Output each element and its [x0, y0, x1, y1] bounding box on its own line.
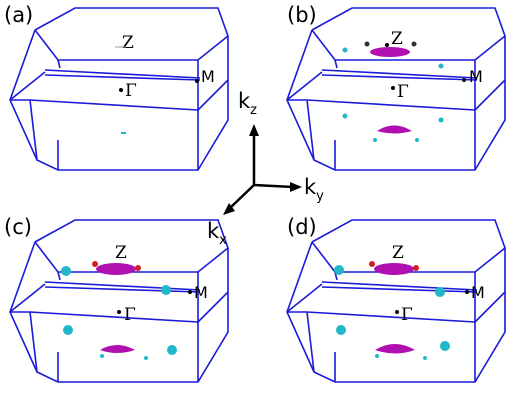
electron-pocket-bottom-d [375, 344, 415, 354]
point-z-b: Z [391, 29, 403, 49]
point-m-b: M [469, 67, 483, 86]
axes-triad: kz ky kx [207, 89, 324, 248]
kz-label: kz [238, 89, 257, 118]
panel-b: (b) Z Γ M [286, 3, 506, 171]
point-m-a: M [201, 67, 215, 86]
point-gamma-a: Γ [125, 81, 137, 101]
panel-label-c: (c) [4, 215, 32, 239]
m-dot-a [195, 79, 199, 83]
kx-label: kx [207, 219, 227, 248]
panel-label-b: (b) [287, 3, 317, 27]
electron-pocket-top-b [370, 47, 410, 57]
panel-a: (a) Z Γ M [4, 3, 229, 171]
point-gamma-b: Γ [397, 82, 409, 102]
electron-pocket-top-d [374, 263, 414, 275]
point-z-c: Z [115, 243, 127, 263]
point-m-c: M [194, 283, 208, 302]
ky-axis-arrow [253, 183, 294, 189]
point-z-a: Z [122, 33, 134, 53]
kx-axis-arrow [229, 184, 255, 209]
zone-outline-a [9, 7, 229, 171]
panel-c: (c) Z Γ M [4, 215, 229, 383]
panel-label-d: (d) [287, 215, 317, 239]
point-gamma-c: Γ [124, 305, 136, 325]
pocket-speck-a [121, 132, 126, 134]
panel-d: (d) Z Γ M [286, 215, 506, 383]
point-gamma-d: Γ [401, 305, 413, 325]
electron-pocket-bottom-c [100, 345, 135, 353]
panel-label-a: (a) [4, 3, 33, 27]
point-m-d: M [471, 283, 485, 302]
gamma-dot-a [119, 88, 123, 92]
point-z-d: Z [392, 243, 404, 263]
electron-pocket-top-c [96, 263, 136, 275]
ky-label: ky [304, 175, 324, 204]
electron-pocket-bottom-b [377, 125, 412, 134]
